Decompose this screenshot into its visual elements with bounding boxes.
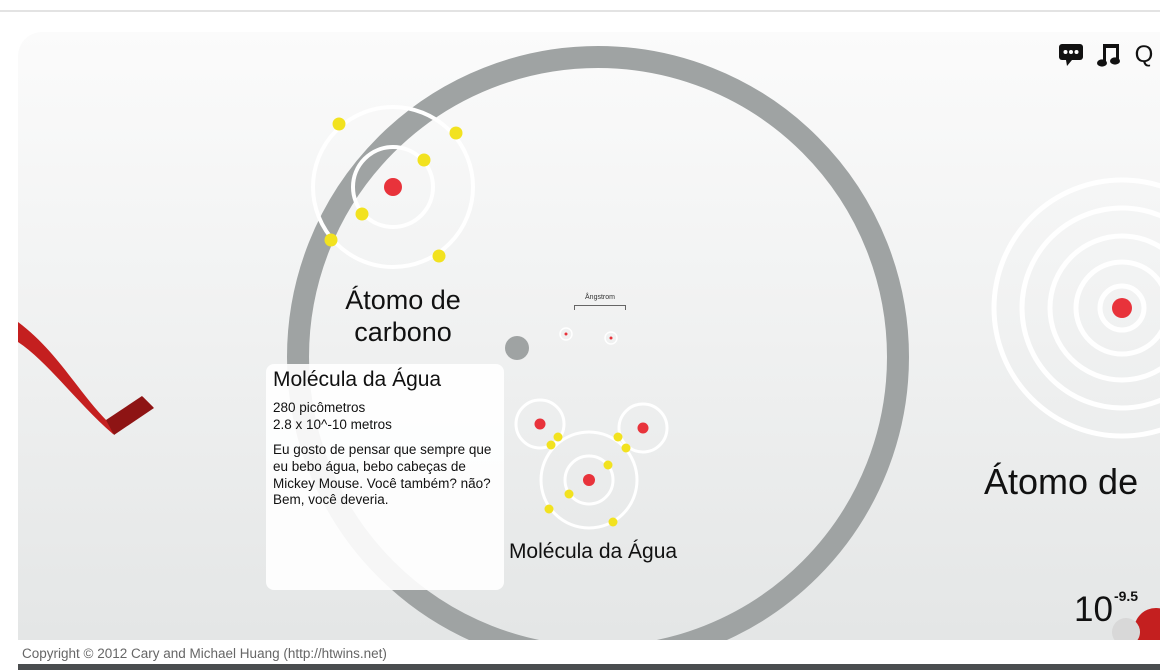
large-orbit-ring [287, 46, 909, 640]
hydrogen-nucleus [637, 422, 649, 434]
electron [355, 207, 369, 221]
scene-graphics [18, 46, 1160, 640]
red-ribbon [18, 322, 153, 434]
carbon-nucleus [384, 178, 402, 196]
info-card-description: Eu gosto de pensar que sempre que eu beb… [273, 441, 492, 508]
angstrom-bracket [574, 305, 626, 310]
scale-readout: 10-9.5 [1074, 588, 1139, 630]
mini-atom [604, 331, 618, 345]
electron [324, 233, 338, 247]
next-atom-label[interactable]: Átomo de [984, 461, 1139, 502]
scale-exponent: -9.5 [1113, 588, 1139, 604]
scale-base: 10 [1074, 590, 1113, 629]
water-molecule-label[interactable]: Molécula da Água [508, 540, 678, 563]
speech-bubble-icon[interactable] [1056, 40, 1086, 70]
search-icon[interactable]: Q [1134, 41, 1154, 68]
bottom-scroll-bar[interactable] [18, 664, 1160, 670]
red-corner-blob [1134, 608, 1160, 640]
carbon-atom-label[interactable]: Átomo de carbono [345, 285, 461, 348]
oxygen-nucleus [583, 474, 595, 486]
next-atom-partial [991, 177, 1160, 439]
info-card-title: Molécula da Água [273, 368, 442, 391]
electron [449, 126, 463, 140]
top-divider [0, 10, 1160, 12]
info-card-size-picometers: 280 picômetros [273, 400, 366, 415]
toolbar: Q [1056, 40, 1156, 70]
water-molecule [514, 398, 669, 530]
next-atom-nucleus [1112, 298, 1132, 318]
copyright-text: Copyright © 2012 Cary and Michael Huang … [22, 646, 387, 661]
electron [417, 153, 431, 167]
angstrom-label[interactable]: Ångstrom [585, 294, 615, 301]
carbon-atom [311, 105, 475, 269]
music-note-icon[interactable] [1094, 40, 1124, 70]
electron [432, 249, 446, 263]
small-grey-dot [505, 336, 529, 360]
scale-viewer-canvas[interactable]: Átomo de carbono Molécula da Água Átomo … [18, 32, 1160, 640]
hydrogen-nucleus [534, 418, 546, 430]
electron [332, 117, 346, 131]
red-ribbon-shade [106, 396, 154, 435]
info-card: Molécula da Água 280 picômetros 2.8 x 10… [266, 364, 504, 590]
info-card-size-meters: 2.8 x 10^-10 metros [273, 416, 392, 432]
mini-atom [559, 327, 573, 341]
